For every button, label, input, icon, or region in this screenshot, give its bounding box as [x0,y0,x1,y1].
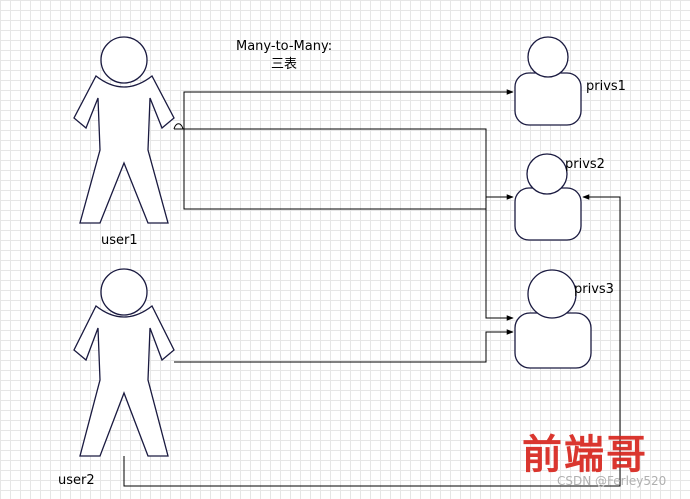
user2-actor[interactable] [73,268,175,457]
privs2-label: privs2 [565,157,605,172]
title-line-1: Many-to-Many: [236,39,333,54]
privs1-label: privs1 [586,79,626,94]
privs1-shape[interactable] [514,36,582,126]
user2-label: user2 [58,473,95,488]
privs3-label: privs3 [574,282,614,297]
connector-user1-privs2[interactable] [183,129,514,210]
connector-user1-privs3[interactable] [173,123,514,321]
user1-actor[interactable] [73,36,175,224]
user1-label: user1 [101,233,138,248]
privs3-shape[interactable] [514,269,592,369]
connector-user2-privs2[interactable] [123,194,621,487]
diagram-title: Many-to-Many: 三表 [236,38,332,74]
connector-user1-privs1[interactable] [174,89,514,130]
watermark-logo: 前端哥 [522,431,648,478]
title-line-2: 三表 [271,57,298,72]
connector-user2-privs3[interactable] [174,329,514,363]
watermark-credit: CSDN @Ferley520 [557,474,667,488]
privs2-shape[interactable] [514,153,582,241]
